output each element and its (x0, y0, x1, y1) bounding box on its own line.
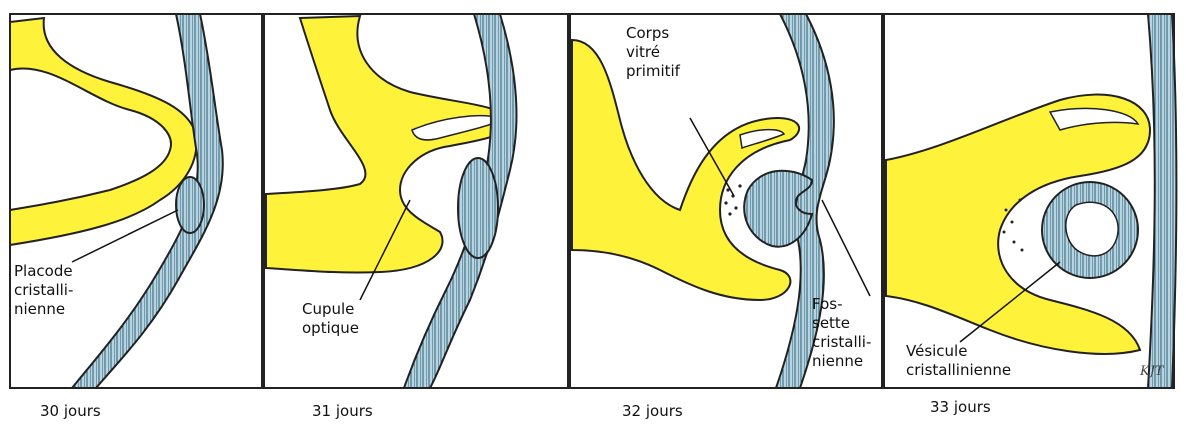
caption-31-jours: 31 jours (312, 402, 373, 420)
label-placode-cristallinienne: Placode cristalli- nienne (14, 262, 73, 319)
artist-signature: KJT (1140, 364, 1164, 379)
caption-30-jours: 30 jours (40, 402, 101, 420)
optic-cup-32 (572, 40, 799, 300)
lens-placode-30 (176, 177, 204, 233)
label-vesicule-cristallinienne: Vésicule cristallinienne (906, 342, 1011, 380)
lens-vesicle-lumen-33 (1066, 202, 1118, 256)
primitive-vitreous-dots-32 (724, 184, 741, 215)
surface-ectoderm-33 (1148, 14, 1177, 388)
panel-30-drawing (10, 14, 223, 388)
lens-placode-31 (458, 158, 498, 258)
panel-33-drawing (886, 14, 1177, 388)
label-corps-vitre-primitif: Corps vitré primitif (626, 24, 680, 81)
pit-pointer-32 (822, 200, 870, 296)
caption-32-jours: 32 jours (622, 402, 683, 420)
caption-33-jours: 33 jours (930, 398, 991, 416)
label-fossette-cristallinienne: Fos- sette cristalli- nienne (812, 295, 871, 371)
label-cupule-optique: Cupule optique (302, 300, 359, 338)
